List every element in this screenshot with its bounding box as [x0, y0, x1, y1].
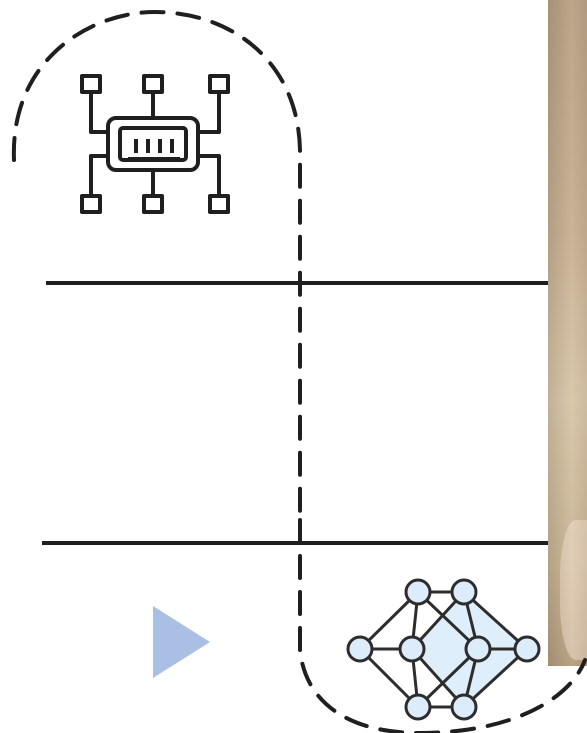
network-node	[346, 635, 374, 663]
photo-highlight	[560, 520, 587, 660]
network-node	[464, 635, 492, 663]
photo-shade	[548, 0, 587, 666]
network-node	[450, 693, 478, 721]
neural-network-icon	[346, 578, 541, 721]
network-node	[404, 578, 432, 606]
dashed-loop-top	[11, 9, 302, 522]
dashed-loop-bottom	[298, 518, 587, 733]
network-node	[398, 635, 426, 663]
play-icon	[153, 606, 210, 678]
circuit-chip-icon	[80, 74, 230, 214]
network-node	[513, 635, 541, 663]
network-node	[404, 693, 432, 721]
network-node	[450, 578, 478, 606]
